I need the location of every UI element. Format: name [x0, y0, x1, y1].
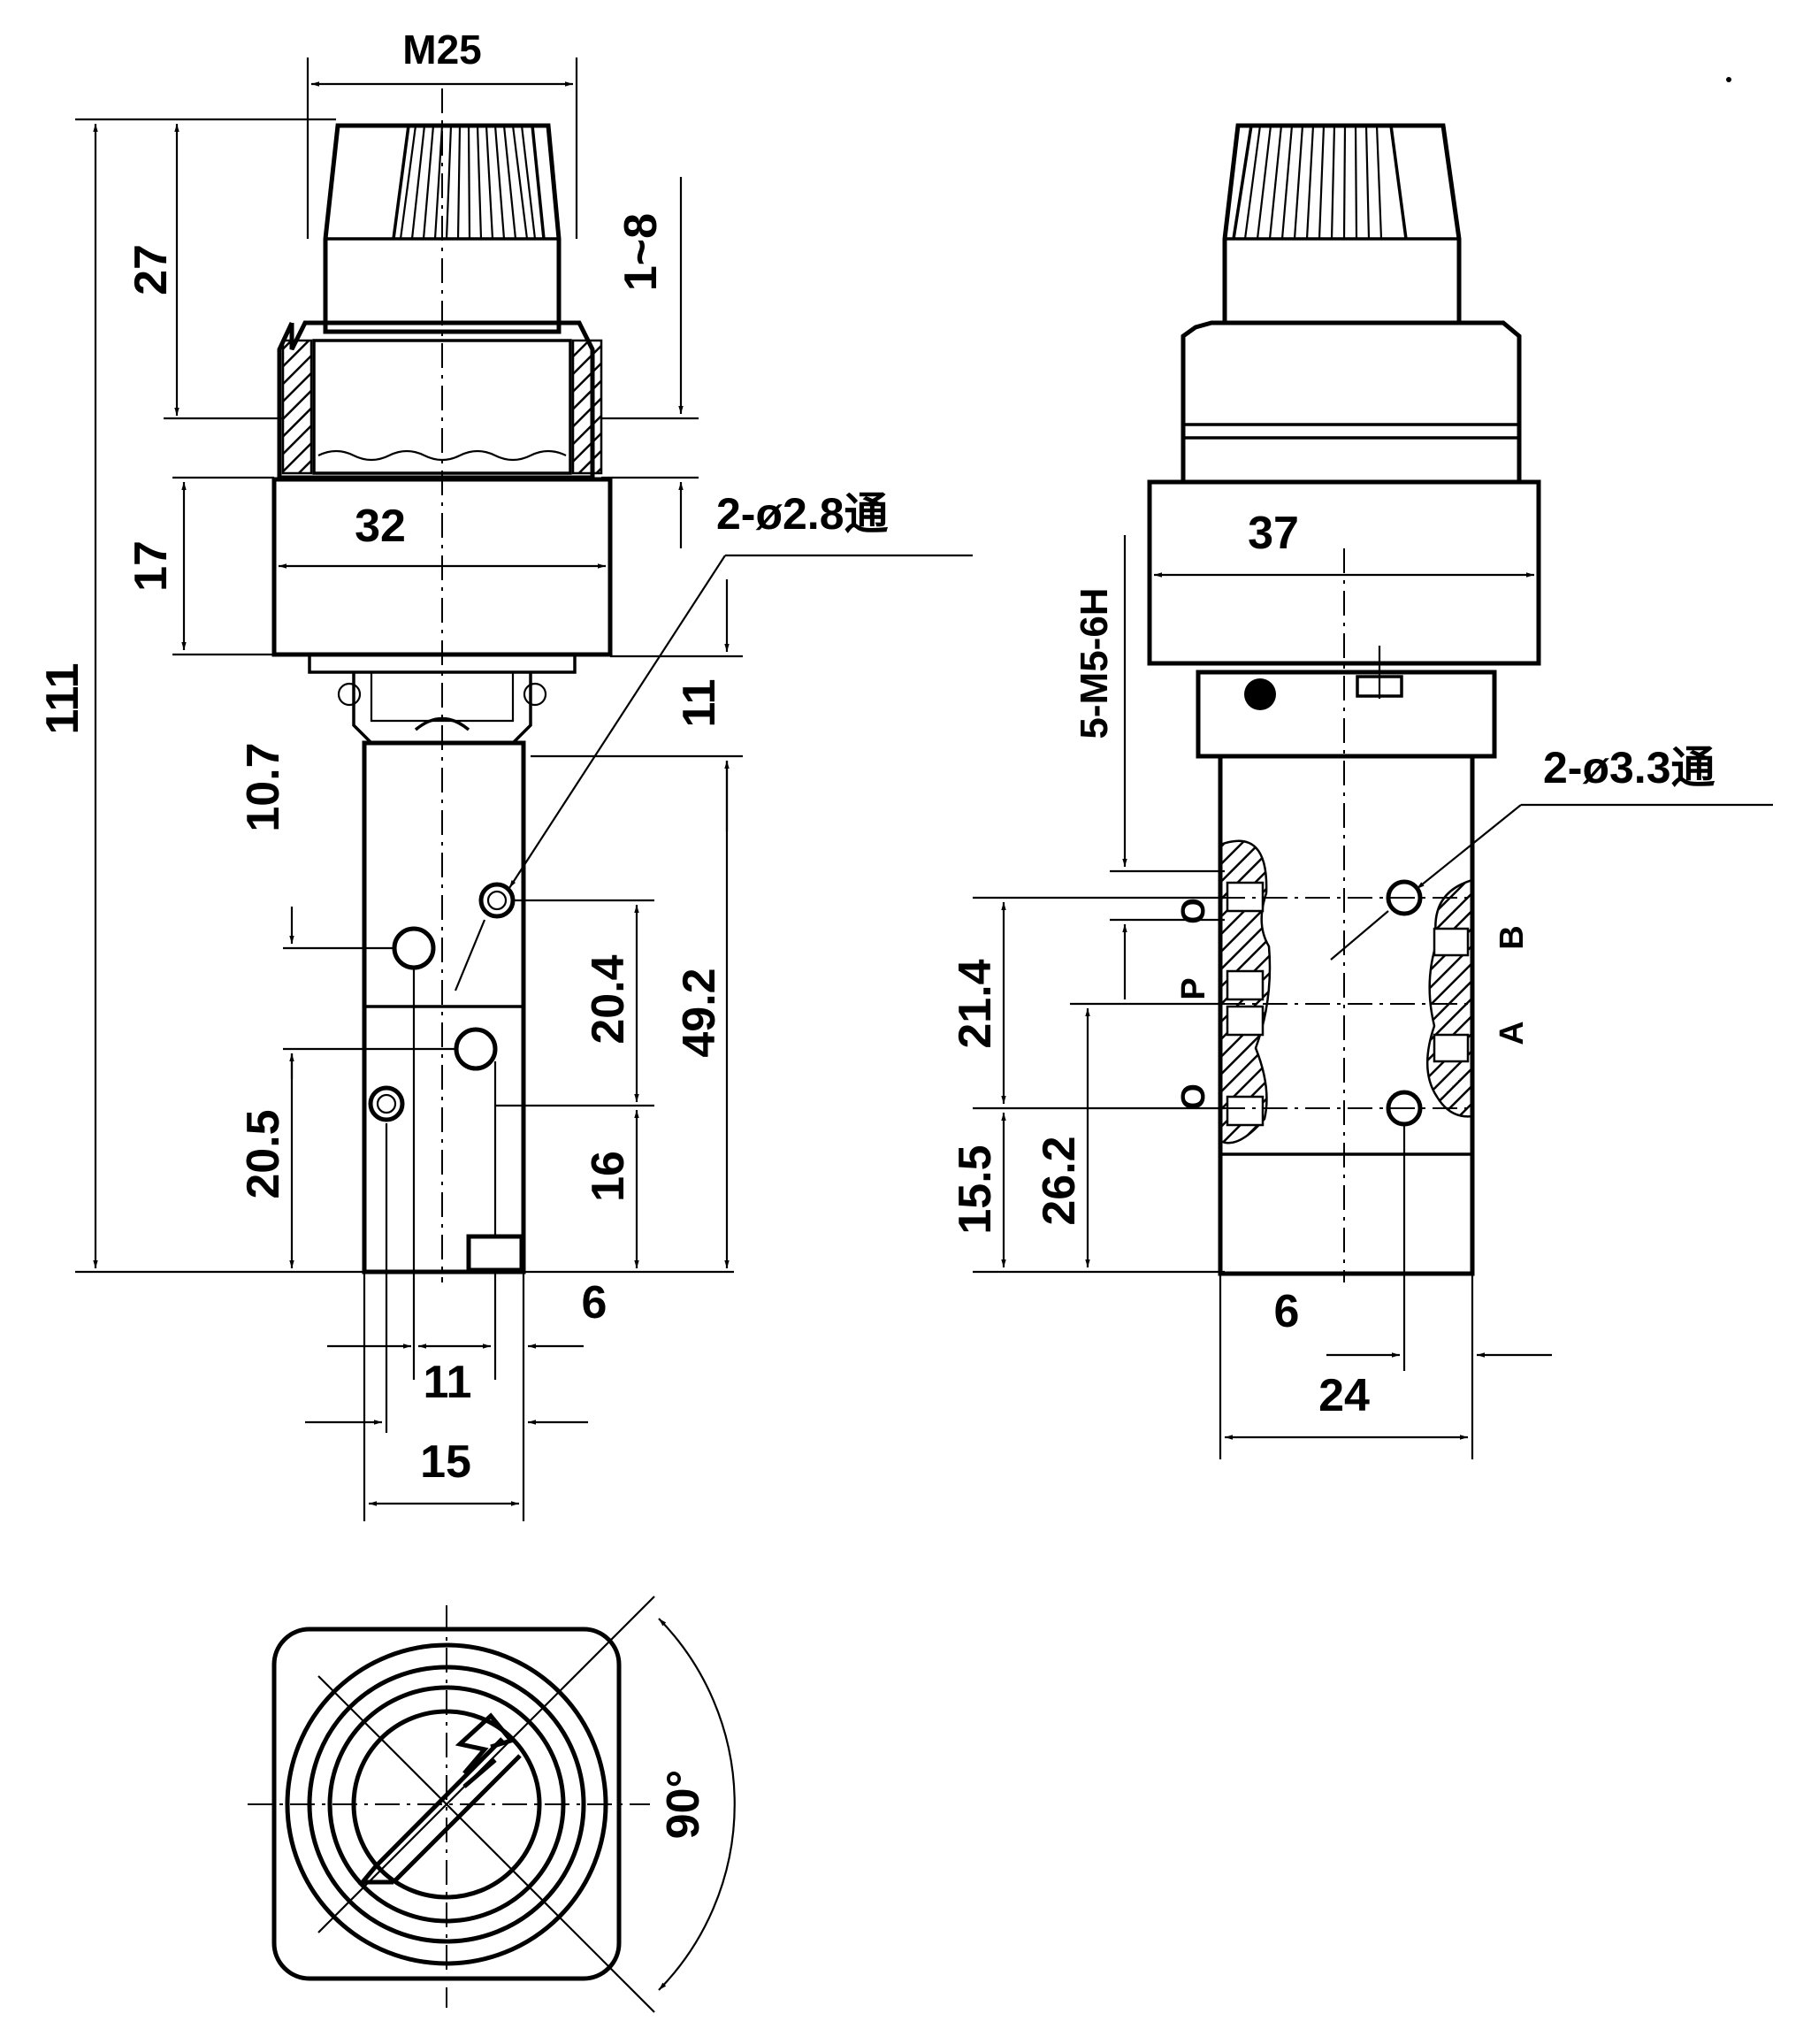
- front-dim-nut-width: 32: [355, 501, 406, 552]
- front-ring: [277, 320, 603, 480]
- side-dim-24: 24: [1318, 1370, 1370, 1421]
- side-dim-26-2: 26.2: [1034, 1136, 1085, 1225]
- side-dim-nut-width: 37: [1248, 508, 1299, 559]
- front-knob: [323, 123, 562, 334]
- front-dim-thread: M25: [402, 27, 481, 73]
- side-dimension-lines: [973, 535, 1773, 1459]
- front-dim-stroke: 1~8: [615, 213, 667, 291]
- front-dim-11-horizontal: 11: [424, 1357, 472, 1408]
- front-dim-16: 16: [583, 1151, 634, 1202]
- stray-dot: [1726, 77, 1731, 82]
- side-view: 37 5-M5-6H 21.4 15.5 26.2 6 24 2-ø3.3通 O…: [950, 123, 1773, 1459]
- side-ring: [1181, 320, 1522, 485]
- side-port-o-bottom: O: [1175, 1083, 1212, 1110]
- front-dim-6: 6: [582, 1277, 607, 1328]
- front-hole-note: 2-ø2.8通: [716, 489, 889, 539]
- side-dim-21-4: 21.4: [950, 959, 1001, 1048]
- front-dim-knob-height: 27: [126, 244, 177, 295]
- front-dim-nut-height: 17: [126, 540, 177, 592]
- side-body: [1218, 754, 1475, 1276]
- side-nut: [1147, 479, 1541, 666]
- top-view-angle: 90°: [658, 1770, 709, 1840]
- front-dim-20-5: 20.5: [238, 1109, 289, 1198]
- front-dim-20-4: 20.4: [583, 954, 634, 1044]
- side-port-o-top: O: [1175, 898, 1212, 924]
- front-dim-total-height: 111: [37, 662, 88, 734]
- side-dim-6: 6: [1274, 1286, 1300, 1337]
- side-port-p: P: [1175, 977, 1212, 999]
- front-dim-49-2: 49.2: [674, 968, 725, 1057]
- front-dim-11-vertical: 11: [674, 679, 725, 728]
- front-view: M25 111 27 17 1~8 32 11 10.7 20.4 49.2 2…: [37, 27, 973, 1521]
- front-dimension-lines: [75, 57, 973, 1521]
- side-dim-15-5: 15.5: [950, 1144, 1001, 1234]
- side-port-b: B: [1494, 925, 1531, 949]
- side-hole-note: 2-ø3.3通: [1543, 743, 1715, 792]
- side-port-a: A: [1494, 1021, 1531, 1045]
- top-view: 90°: [248, 1596, 736, 2013]
- side-dim-thread-callout: 5-M5-6H: [1073, 587, 1116, 739]
- front-dim-15: 15: [420, 1436, 471, 1488]
- angle-arc: [658, 1618, 736, 1991]
- front-dim-10-7: 10.7: [238, 742, 289, 831]
- side-knob: [1222, 123, 1462, 325]
- front-body: [362, 740, 526, 1275]
